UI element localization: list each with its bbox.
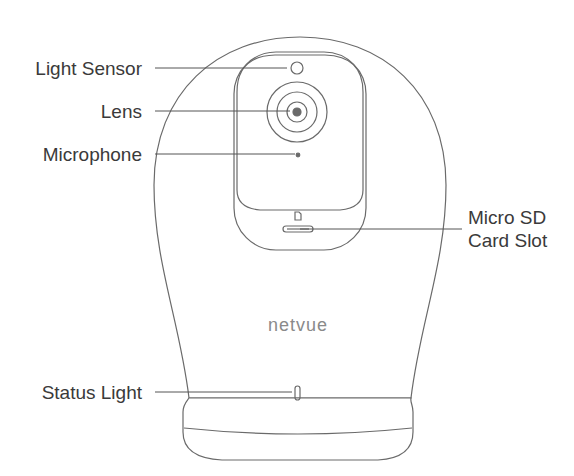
part-label: Lens xyxy=(101,100,142,123)
camera-base xyxy=(183,398,413,460)
status-light xyxy=(295,386,300,400)
leader-line xyxy=(155,68,287,69)
camera-body xyxy=(154,37,446,398)
leader-line xyxy=(155,111,290,112)
part-label: Microphone xyxy=(43,143,142,166)
leader-line xyxy=(155,154,295,155)
face-plate xyxy=(234,52,366,250)
lens-module xyxy=(237,55,363,210)
sd-icon xyxy=(295,212,301,220)
light-sensor xyxy=(291,62,303,74)
lens-outer xyxy=(267,82,327,142)
lens-center xyxy=(293,108,301,116)
microphone-hole xyxy=(296,153,300,157)
part-label: Light Sensor xyxy=(35,57,142,80)
leader-line xyxy=(300,229,462,230)
base-seam xyxy=(184,428,412,434)
lens-ring xyxy=(277,92,317,132)
part-label: Status Light xyxy=(42,381,142,404)
brand-logo: netvue xyxy=(268,314,328,337)
leader-line xyxy=(155,392,292,393)
lens-inner xyxy=(287,102,307,122)
part-label: Micro SD Card Slot xyxy=(468,206,568,252)
